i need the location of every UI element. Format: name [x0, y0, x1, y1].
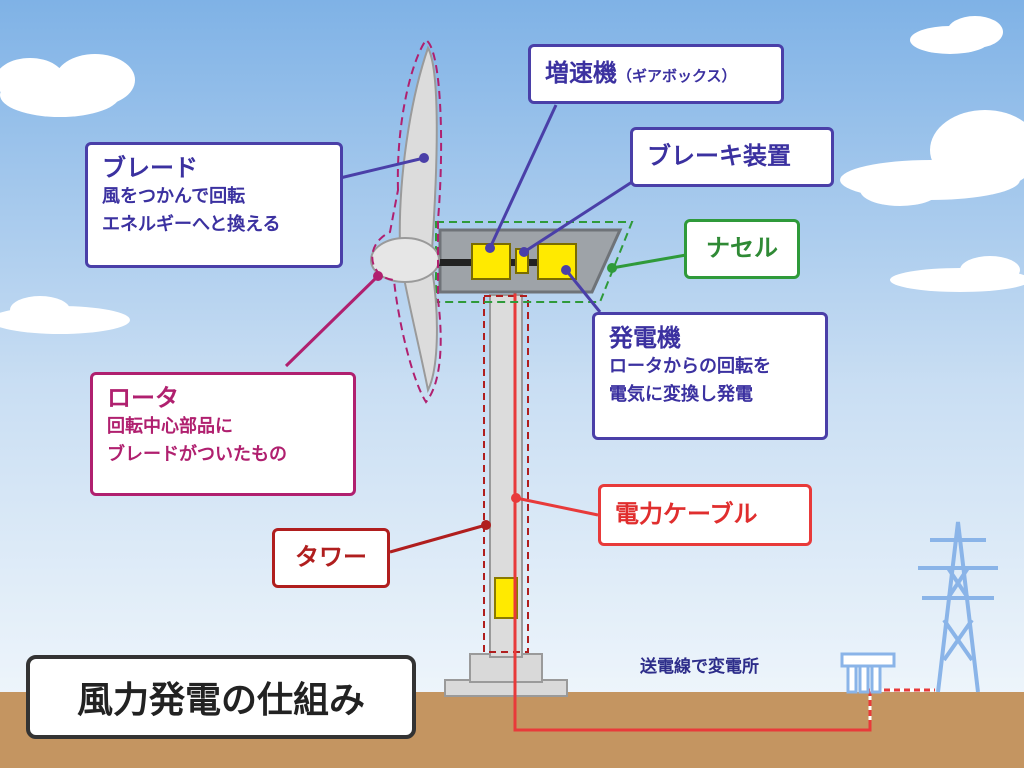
gearbox-title: 増速機	[545, 59, 617, 87]
power-cable-label: 電力ケーブル	[598, 484, 812, 546]
transmission-note: 送電線で変電所	[640, 657, 759, 677]
blade-lower	[400, 267, 438, 394]
leader-dots	[373, 153, 617, 530]
generator-label: 発電機 ロータからの回転を 電気に変換し発電	[592, 312, 828, 440]
blade-desc-1: 風をつかんで回転	[102, 186, 246, 207]
rotor	[370, 45, 440, 394]
page-title-text: 風力発電の仕組み	[76, 680, 365, 721]
nacelle-title: ナセル	[706, 234, 778, 262]
power-cable-dashed	[868, 688, 935, 720]
gearbox-subtitle: （ギアボックス）	[617, 67, 737, 85]
tower	[444, 294, 568, 697]
rotor-label: ロータ 回転中心部品に ブレードがついたもの	[90, 372, 356, 496]
tower-outline	[483, 295, 529, 653]
brake-label: ブレーキ装置	[630, 127, 834, 187]
blade-label: ブレード 風をつかんで回転 エネルギーへと換える	[85, 142, 343, 268]
leader-lines	[284, 104, 687, 554]
generator-desc-2: 電気に変換し発電	[609, 384, 753, 405]
cloud-icon	[0, 16, 1024, 334]
gearbox-label: 増速機（ギアボックス）	[528, 44, 784, 104]
blade-desc-2: エネルギーへと換える	[102, 214, 281, 235]
transmission-tower-icon	[918, 521, 998, 693]
brake-title: ブレーキ装置	[647, 142, 791, 170]
tower-title: タワー	[295, 543, 367, 571]
power-cable-title: 電力ケーブル	[615, 500, 758, 528]
rotor-title: ロータ	[107, 384, 179, 412]
nacelle-label: ナセル	[684, 219, 800, 279]
page-title: 風力発電の仕組み	[26, 655, 416, 739]
rotor-desc-2: ブレードがついたもの	[107, 444, 287, 465]
generator-title: 発電機	[609, 324, 681, 352]
tower-label: タワー	[272, 528, 390, 588]
substation-icon	[840, 652, 896, 694]
generator-desc-1: ロータからの回転を	[609, 356, 771, 377]
blade-title: ブレード	[102, 154, 198, 182]
blade-upper	[398, 45, 438, 252]
rotor-outline	[371, 38, 443, 404]
nacelle-outline	[435, 221, 634, 303]
rotor-desc-1: 回転中心部品に	[107, 416, 233, 437]
